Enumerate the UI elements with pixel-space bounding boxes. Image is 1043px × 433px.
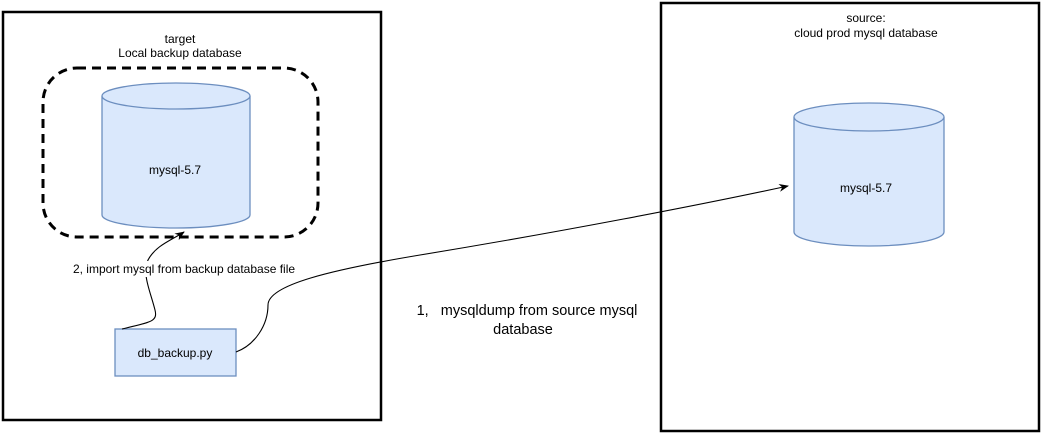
import-label-background [70,261,298,277]
db-backup-script-box[interactable]: db_backup.py [114,328,237,377]
db-backup-script-label: db_backup.py [138,346,213,360]
source-title: source: [846,11,885,25]
mysqldump-arrow [235,184,789,353]
source-database-label: mysql-5.7 [840,181,892,195]
target-title: target [165,32,196,46]
target-database-cylinder[interactable]: mysql-5.7 [101,82,251,229]
import-step-label: 2, import mysql from backup database fil… [73,262,295,276]
target-subtitle: Local backup database [118,46,242,60]
import-arrow [121,231,185,330]
mysqldump-step-label-line1: 1, mysqldump from source mysql [417,303,638,319]
target-database-label: mysql-5.7 [149,163,201,177]
mysqldump-step-label-line2: database [493,322,553,338]
source-database-cylinder[interactable]: mysql-5.7 [793,102,945,247]
source-subtitle: cloud prod mysql database [794,26,938,40]
